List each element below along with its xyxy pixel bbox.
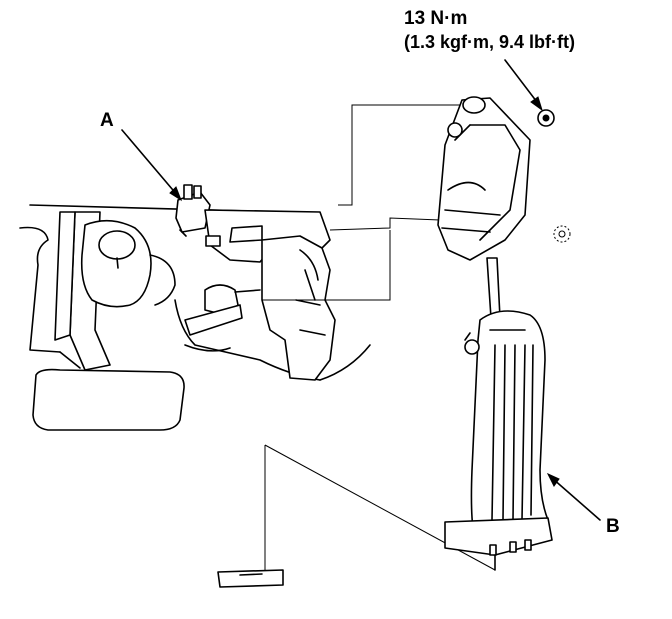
accelerator-pedal xyxy=(437,96,571,571)
torque-spec-conversion: (1.3 kgf·m, 9.4 lbf·ft) xyxy=(404,32,576,52)
callout-label-b: B xyxy=(606,516,620,537)
leader-arrow-b xyxy=(546,472,601,521)
brake-pedal-assembly xyxy=(19,204,371,431)
leader-arrow-torque xyxy=(504,59,543,112)
leader-arrow-a xyxy=(121,129,183,202)
torque-spec-value: 13 N·m xyxy=(404,8,468,29)
floor-clip xyxy=(217,569,284,588)
pedal-mount-bracket xyxy=(184,209,336,381)
harness-connector-a xyxy=(175,184,211,237)
callout-label-a: A xyxy=(100,110,114,131)
